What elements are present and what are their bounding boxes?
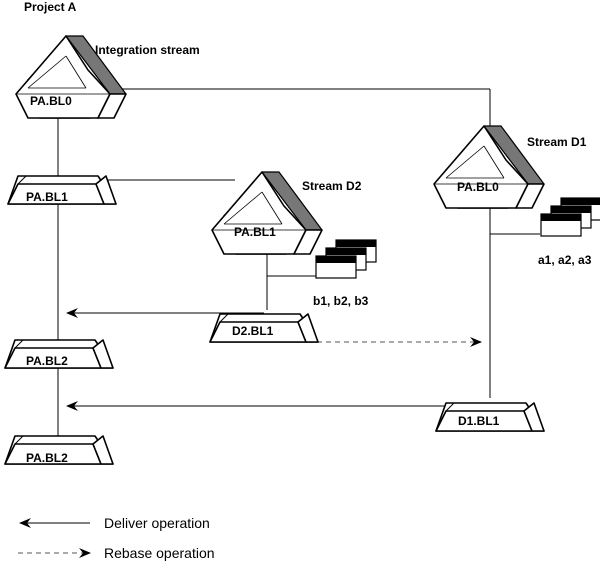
activities-d2: b1, b2, b3 [313, 294, 369, 308]
connector-lines [57, 88, 540, 438]
activity-stack-d2-icon [315, 239, 377, 279]
stream-d2-label: Stream D2 [302, 179, 362, 193]
legend-rebase-label: Rebase operation [104, 545, 215, 561]
activity-stack-d1-icon [540, 197, 600, 237]
baseline-pa-bl2-a: PA.BL2 [26, 354, 68, 368]
stream-d1-label: Stream D1 [527, 135, 587, 149]
integration-stream-label: Integration stream [95, 43, 200, 57]
baseline-d1-pa-bl0: PA.BL0 [457, 180, 499, 194]
baseline-pa-bl1: PA.BL1 [26, 190, 68, 204]
baseline-d1-bl1: D1.BL1 [458, 414, 500, 428]
legend-deliver-label: Deliver operation [104, 515, 210, 531]
baseline-pa-bl2-b: PA.BL2 [26, 451, 68, 465]
baseline-d2-pa-bl1: PA.BL1 [234, 225, 276, 239]
baseline-pa-bl0-integration: PA.BL0 [30, 94, 72, 108]
activities-d1: a1, a2, a3 [538, 253, 592, 267]
baseline-d2-bl1: D2.BL1 [232, 324, 274, 338]
project-title: Project A [24, 0, 77, 14]
